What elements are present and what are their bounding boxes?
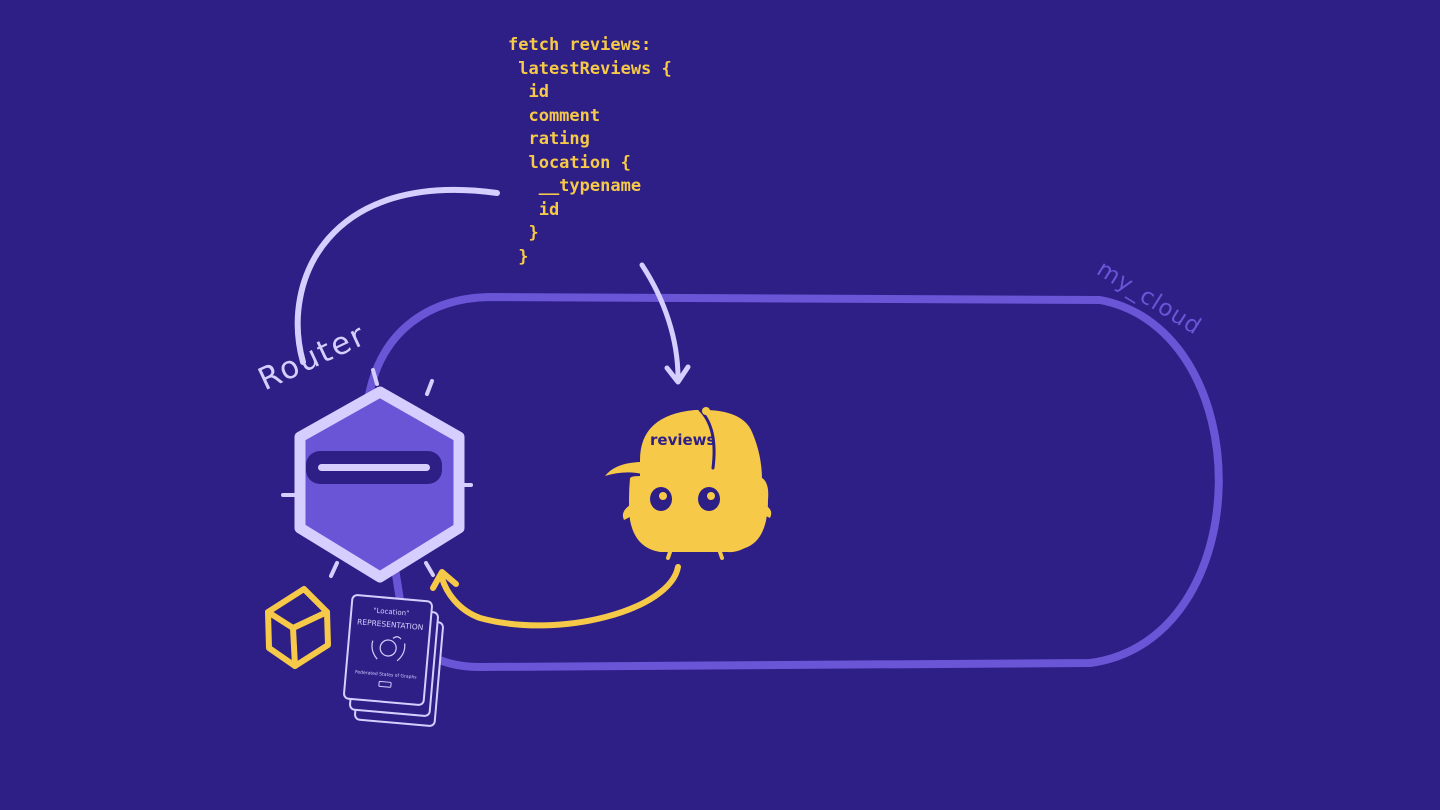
- query-line: location {: [508, 152, 631, 173]
- card-title: "Location": [373, 607, 410, 618]
- entity-cube-icon: [265, 586, 331, 669]
- query-line: comment: [508, 105, 601, 126]
- representation-card: "Location" REPRESENTATION Federated Stat…: [343, 594, 433, 706]
- query-code-block: fetch reviews: latestReviews { id commen…: [508, 34, 672, 269]
- query-line: }: [508, 246, 529, 267]
- query-line: fetch reviews:: [508, 35, 652, 55]
- card-footer: Federated States of Graphs: [355, 669, 418, 680]
- subgraph-label: reviews: [650, 431, 716, 449]
- query-line: id: [508, 199, 560, 220]
- router-icon: [281, 368, 473, 583]
- cloud-boundary: [364, 293, 1223, 671]
- reviews-to-router-arrowhead: [430, 569, 459, 591]
- query-line: latestReviews {: [508, 58, 672, 79]
- router-to-query-arrow: [294, 186, 500, 365]
- reviews-character-icon: [605, 407, 772, 560]
- query-to-reviews-arrow: [639, 262, 681, 381]
- query-line: id: [508, 82, 549, 102]
- reviews-to-router-arrow: [439, 564, 681, 629]
- card-emblem-icon: [371, 636, 406, 662]
- query-line: rating: [508, 129, 590, 149]
- query-line: __typename: [508, 176, 642, 196]
- query-line: }: [508, 223, 539, 243]
- representation-card-stack: "Location" REPRESENTATION Federated Stat…: [343, 594, 444, 727]
- query-to-reviews-arrowhead: [664, 364, 691, 385]
